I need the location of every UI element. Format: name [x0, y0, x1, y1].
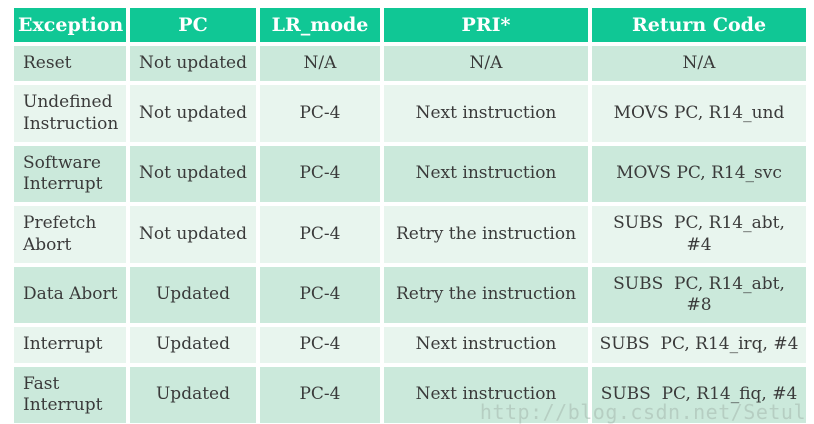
- table-cell: SUBS PC, R14_abt, #4: [592, 206, 806, 263]
- row-label-cell: Software Interrupt: [14, 145, 126, 203]
- table-cell: Retry the instruction: [384, 266, 588, 324]
- table-cell: Updated: [130, 266, 256, 324]
- table-cell: Next instruction: [384, 145, 588, 203]
- table-cell: MOVS PC, R14_svc: [592, 145, 806, 203]
- table-cell: PC-4: [260, 366, 380, 423]
- table-cell: PC-4: [260, 85, 380, 142]
- table-cell: SUBS PC, R14_irq, #4: [592, 327, 806, 363]
- row-label-cell: Interrupt: [14, 327, 126, 363]
- table-cell: N/A: [260, 46, 380, 82]
- row-label-cell: Data Abort: [14, 266, 126, 324]
- table-cell: Next instruction: [384, 366, 588, 423]
- table-cell: Retry the instruction: [384, 206, 588, 263]
- table-cell: Next instruction: [384, 85, 588, 142]
- table-cell: Not updated: [130, 145, 256, 203]
- column-header-pc: PC: [130, 8, 256, 42]
- table-cell: Not updated: [130, 85, 256, 142]
- table-cell: Next instruction: [384, 327, 588, 363]
- column-header-lr-mode: LR_mode: [260, 8, 380, 42]
- row-label-cell: Undefined Instruction: [14, 85, 126, 142]
- table-cell: PC-4: [260, 266, 380, 324]
- table-cell: SUBS PC, R14_abt, #8: [592, 266, 806, 324]
- table-cell: Not updated: [130, 46, 256, 82]
- table-cell: N/A: [384, 46, 588, 82]
- table-cell: PC-4: [260, 145, 380, 203]
- table-cell: PC-4: [260, 206, 380, 263]
- table-cell: MOVS PC, R14_und: [592, 85, 806, 142]
- table-cell: PC-4: [260, 327, 380, 363]
- row-label-cell: Prefetch Abort: [14, 206, 126, 263]
- column-header-return-code: Return Code: [592, 8, 806, 42]
- row-label-cell: Reset: [14, 46, 126, 82]
- table-cell: SUBS PC, R14_fiq, #4: [592, 366, 806, 423]
- table-cell: Updated: [130, 327, 256, 363]
- table-cell: Updated: [130, 366, 256, 423]
- table-cell: Not updated: [130, 206, 256, 263]
- column-header-pri: PRI*: [384, 8, 588, 42]
- column-header-exception: Exception: [14, 8, 126, 42]
- row-label-cell: Fast Interrupt: [14, 366, 126, 423]
- table-cell: N/A: [592, 46, 806, 82]
